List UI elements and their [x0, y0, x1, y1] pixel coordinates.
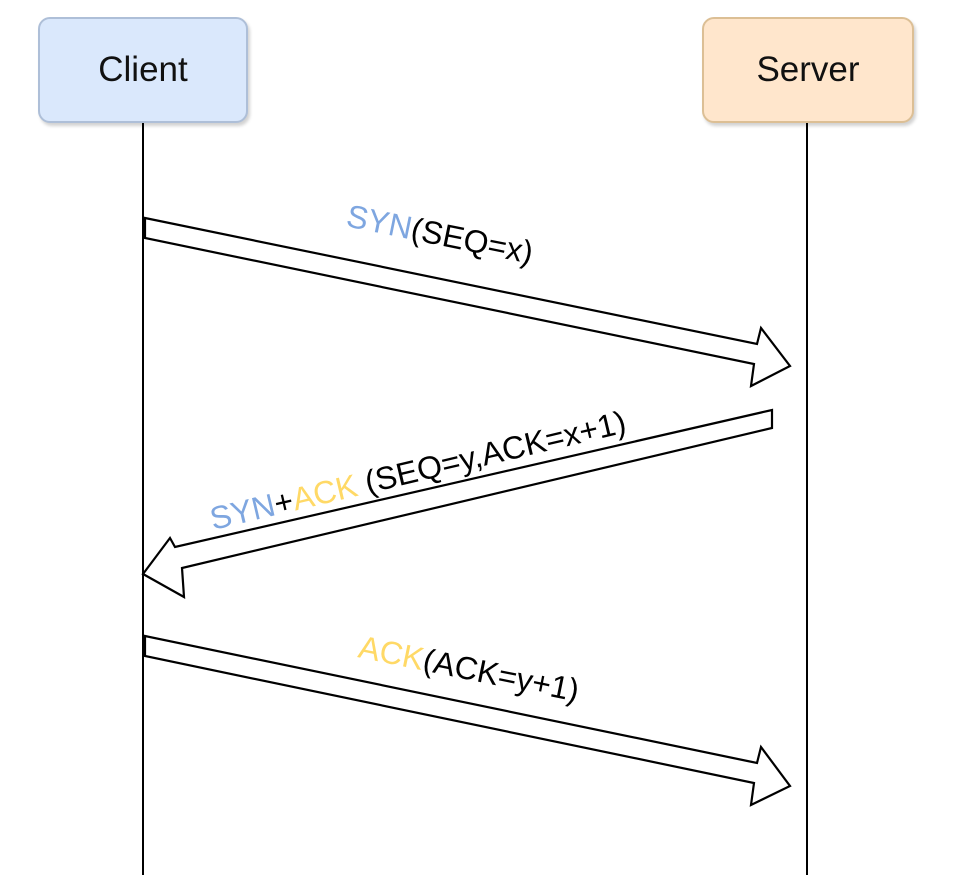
- message-arrow-syn: [143, 216, 792, 388]
- message-arrow-syn-ack: [141, 408, 774, 599]
- client-actor: Client: [38, 17, 248, 123]
- client-label: Client: [98, 50, 188, 89]
- message-0-part-0: SYN: [344, 198, 416, 246]
- message-arrow-ack: [143, 634, 792, 807]
- server-label: Server: [756, 50, 860, 89]
- message-label-syn: SYN(SEQ=x): [344, 198, 537, 271]
- message-2-part-0: ACK: [356, 629, 428, 677]
- server-actor: Server: [702, 17, 914, 123]
- message-0-part-1: (SEQ=x): [408, 211, 536, 271]
